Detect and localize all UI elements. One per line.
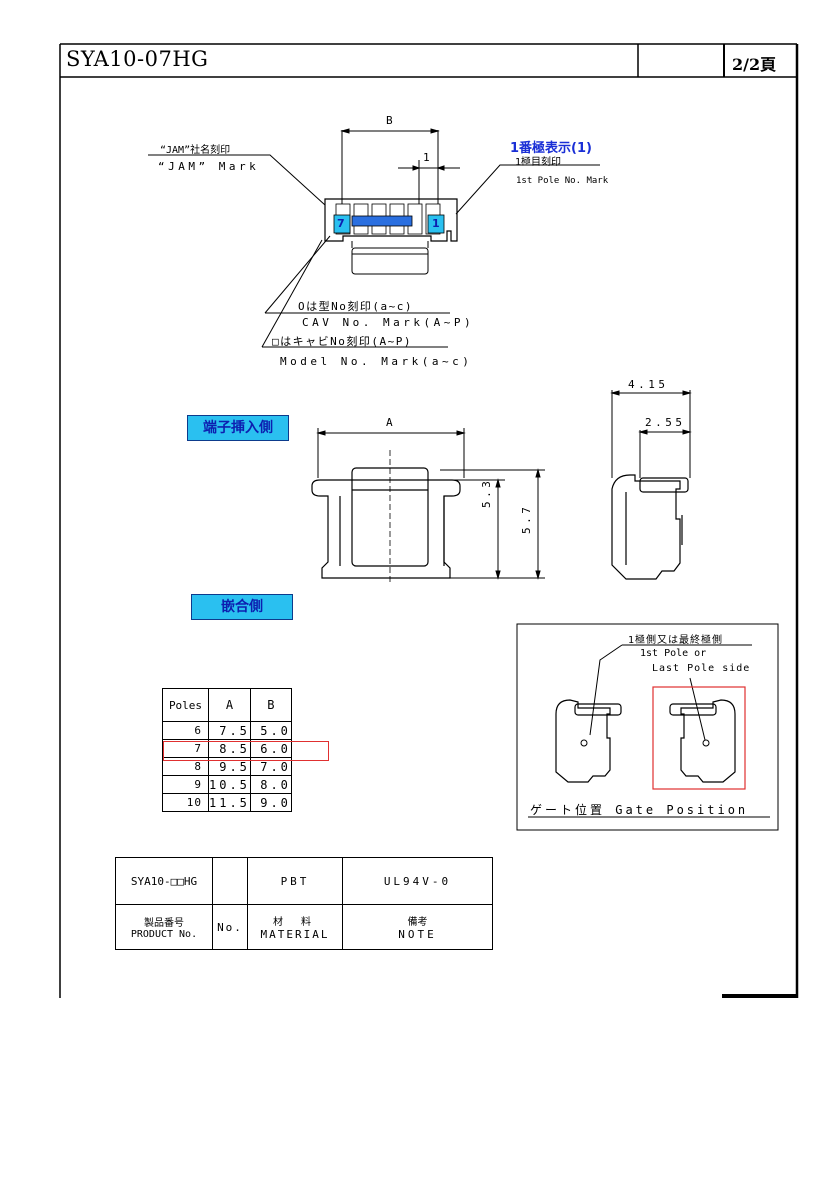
gate-note-en-1: 1st Pole or: [640, 648, 707, 659]
material-value: PBT: [247, 857, 343, 905]
header-poles: Poles: [162, 688, 209, 722]
mating-side-label: 嵌合側: [191, 594, 293, 620]
model-mark-en: Model No. Mark(a~c): [280, 355, 473, 368]
header-a: A: [208, 688, 251, 722]
note-value: UL94V-0: [342, 857, 493, 905]
first-pole-indicator: 1番極表示(1): [510, 141, 592, 156]
cell-b: 7.0: [249, 757, 292, 776]
part-number-value: SYA10-□□HG: [115, 857, 213, 905]
gate-position-title: ゲート位置 Gate Position: [530, 803, 749, 817]
cell-a: 9.5: [208, 757, 251, 776]
table-row-highlighted: 7 8.5 6.0: [162, 739, 292, 758]
spec-values-row: SYA10-□□HG PBT UL94V-0: [115, 857, 493, 905]
first-pole-mark-jp: 1極目刻印: [515, 157, 562, 168]
table-row: 9 10.5 8.0: [162, 775, 292, 794]
poles-dimension-table: Poles A B 6 7.5 5.0 7 8.5 6.0 8 9.5 7.0 …: [162, 688, 292, 812]
product-no-header: 製品番号 PRODUCT No.: [115, 904, 213, 950]
cell-b: 9.0: [249, 793, 292, 812]
spec-header-row: 製品番号 PRODUCT No. No. 材 料 MATERIAL 備考 NOT…: [115, 904, 493, 950]
table-header-row: Poles A B: [162, 688, 292, 722]
dim-4-15-label: 4.15: [628, 378, 669, 391]
product-no-header-en: PRODUCT No.: [130, 929, 198, 940]
cell-a: 7.5: [208, 721, 251, 740]
note-header: 備考 NOTE: [342, 904, 493, 950]
no-value: [212, 857, 248, 905]
material-header-en: MATERIAL: [260, 928, 330, 941]
drawing-number: SYA10-07HG: [66, 47, 209, 71]
dim-b-label: B: [386, 114, 393, 127]
gate-note-en-2: Last Pole side: [652, 663, 751, 674]
product-no-header-jp: 製品番号: [144, 918, 184, 929]
cell-a: 10.5: [208, 775, 251, 794]
note-header-jp: 備考: [407, 917, 428, 928]
spec-table: SYA10-□□HG PBT UL94V-0 製品番号 PRODUCT No. …: [115, 857, 493, 950]
dim-2-55-label: 2.55: [645, 416, 686, 429]
cell-b: 5.0: [249, 721, 292, 740]
gate-note-jp: 1極側又は最終極側: [628, 635, 724, 646]
dim-a-label: A: [386, 416, 393, 429]
cav-mark-en: CAV No. Mark(A~P): [302, 316, 475, 329]
highlight-row-outline: [163, 741, 329, 761]
cell-poles: 10: [162, 793, 209, 812]
table-row: 6 7.5 5.0: [162, 721, 292, 740]
cavity-7-label: 7: [337, 217, 345, 230]
cav-mark-jp: □はキャビNo刻印(A~P): [272, 335, 412, 348]
dim-1-label: 1: [423, 151, 430, 164]
material-header-jp: 材 料: [272, 917, 318, 928]
jam-mark-en: “JAM” Mark: [158, 160, 260, 173]
no-header: No.: [212, 904, 248, 950]
model-mark-jp: Oは型No刻印(a~c): [298, 300, 413, 313]
header-b: B: [249, 688, 292, 722]
table-row: 10 11.5 9.0: [162, 793, 292, 812]
cell-poles: 9: [162, 775, 209, 794]
cavity-1-label: 1: [432, 217, 440, 230]
terminal-insertion-side-label: 端子挿入側: [187, 415, 289, 441]
cell-b: 8.0: [249, 775, 292, 794]
note-header-en: NOTE: [398, 928, 437, 941]
material-header: 材 料 MATERIAL: [247, 904, 343, 950]
page-number: 2/2頁: [732, 55, 777, 74]
cell-poles: 6: [162, 721, 209, 740]
jam-mark-jp: “JAM”社名刻印: [160, 145, 231, 156]
cell-a: 11.5: [208, 793, 251, 812]
first-pole-mark-en: 1st Pole No. Mark: [516, 176, 609, 186]
